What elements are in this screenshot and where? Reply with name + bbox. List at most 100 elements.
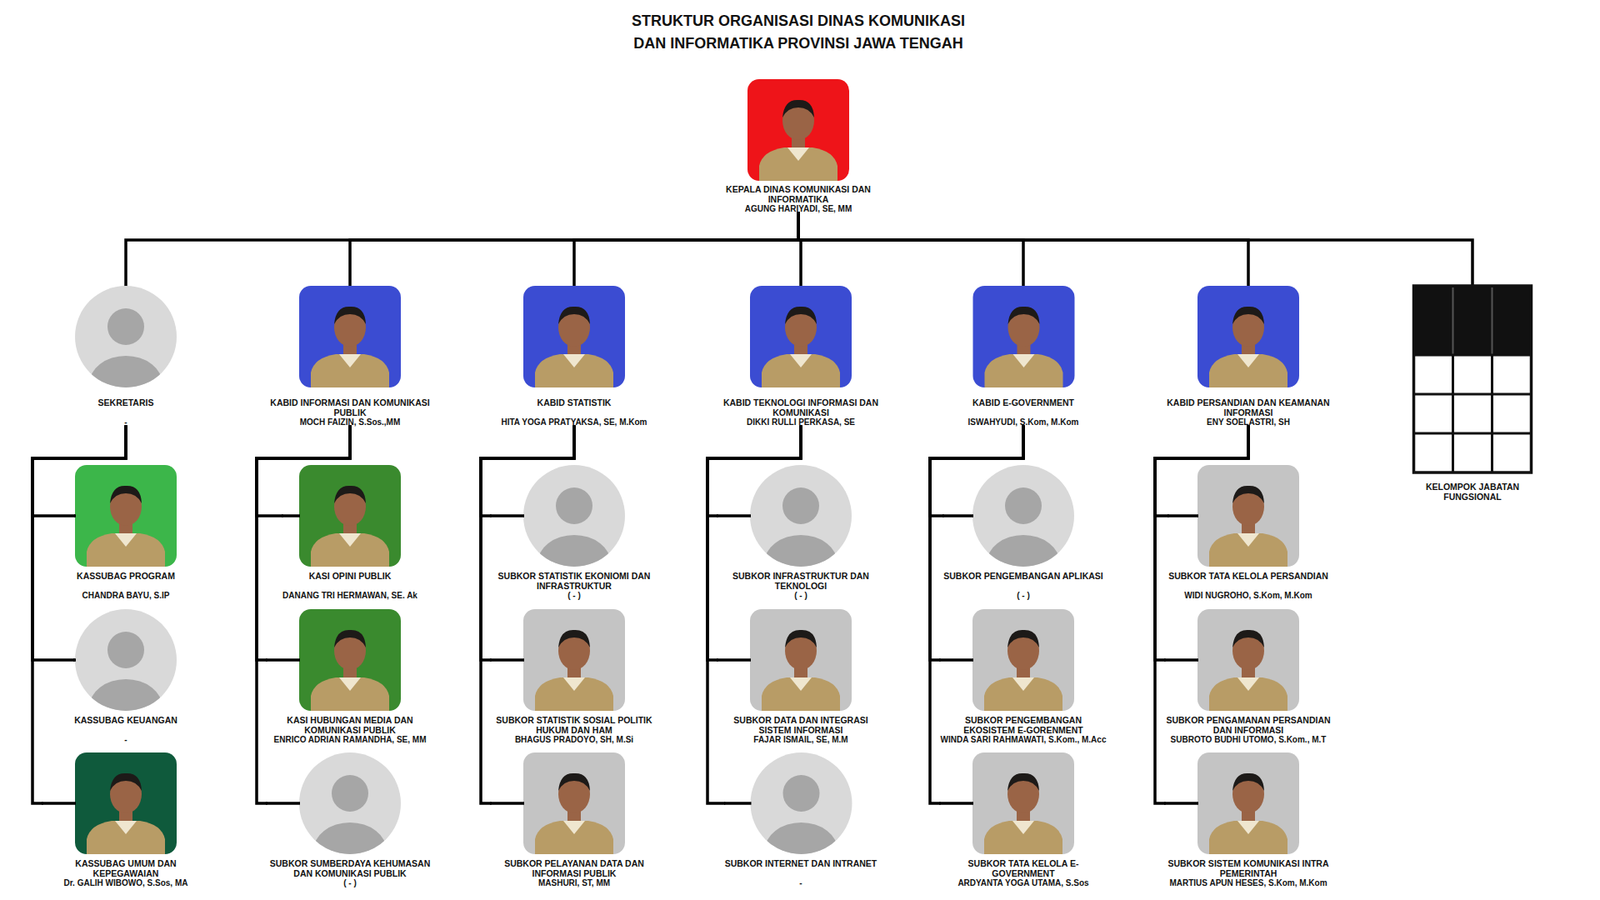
position-box: SUBKOR TATA KELOLA PERSANDIANWIDI NUGROH…: [1167, 465, 1330, 600]
grid-body: [1414, 355, 1532, 473]
connector-stub: [73, 658, 76, 662]
position-title: SUBKOR TATA KELOLA PERSANDIAN: [1167, 571, 1330, 591]
uniform-body: [535, 820, 614, 855]
position-box: SUBKOR PENGEMBANGAN APLIKASI( - ): [942, 465, 1105, 600]
placeholder-head: [107, 308, 145, 345]
photo-ground: [750, 285, 852, 388]
person-hair: [1232, 630, 1265, 648]
portrait-photo: [41, 752, 210, 855]
uniform-collar: [115, 820, 137, 835]
position-title: KEPALA DINAS KOMUNIKASI DAN INFORMATIKA: [715, 185, 882, 205]
position-box: SUBKOR PELAYANAN DATA DAN INFORMASI PUBL…: [490, 752, 659, 888]
official-name: FAJAR ISMAIL, SE, M.M: [717, 735, 885, 745]
person-hair: [334, 485, 366, 504]
portrait-photo: [265, 609, 435, 711]
photo-ground: [972, 285, 1075, 388]
position-title: KABID TEKNOLOGI INFORMASI DAN KOMUNIKASI: [717, 398, 885, 418]
position-title: SUBKOR PENGAMANAN PERSANDIAN DAN INFORMA…: [1165, 715, 1332, 735]
group-icon: [1409, 285, 1536, 473]
uniform-body: [86, 533, 165, 567]
placeholder-head: [782, 775, 820, 812]
portrait-photo: [490, 609, 659, 711]
photo-ground: [523, 285, 625, 388]
photo-ground: [299, 285, 401, 388]
photo-ground: [523, 609, 625, 711]
grid-divider: [1452, 287, 1455, 355]
uniform-collar: [563, 820, 585, 835]
portrait-photo: [281, 465, 419, 567]
uniform-collar: [1237, 677, 1260, 691]
uniform-body: [984, 677, 1063, 711]
official-name: BHAGUS PRADOYO, SH, M.Si: [490, 735, 658, 745]
placeholder-head: [555, 487, 593, 525]
official-name: WINDA SARI RAHMAWATI, S.Kom., M.Acc: [940, 735, 1107, 745]
uniform-collar: [339, 533, 361, 547]
connector-stub: [1167, 514, 1199, 518]
org-connector: [798, 213, 1024, 286]
person-hair: [1232, 306, 1265, 325]
official-name: WIDI NUGROHO, S.Kom, M.Kom: [1167, 590, 1330, 600]
position-box: KABID PERSANDIAN DAN KEAMANAN INFORMASIE…: [1164, 285, 1333, 427]
official-name: DIKKI RULLI PERKASA, SE: [717, 417, 885, 427]
connector-stub: [942, 514, 974, 518]
official-name: HITA YOGA PRATYAKSA, SE, M.Kom: [500, 417, 649, 427]
grid-line: [1414, 393, 1532, 396]
connector-stub: [716, 658, 751, 662]
position-title: KASI OPINI PUBLIK: [281, 571, 419, 591]
photo-ground: [1197, 465, 1300, 567]
person-hair: [110, 773, 142, 791]
uniform-body: [1209, 820, 1288, 855]
portrait-photo: [74, 285, 178, 388]
portrait-photo: [716, 465, 885, 567]
person-hair: [785, 630, 817, 648]
chart-title: STRUKTUR ORGANISASI DINAS KOMUNIKASI DAN…: [598, 10, 999, 55]
photo-ground: [750, 609, 852, 711]
uniform-body: [984, 820, 1063, 855]
position-box: KEPALA DINAS KOMUNIKASI DAN INFORMATIKAA…: [714, 79, 883, 214]
group-box: KELOMPOK JABATAN FUNGSIONAL: [1409, 285, 1536, 502]
connector-stub: [490, 514, 525, 518]
portrait-photo: [716, 285, 885, 388]
position-title: KABID PERSANDIAN DAN KEAMANAN INFORMASI: [1165, 398, 1332, 418]
person-hair: [110, 485, 142, 504]
position-box: SUBKOR PENGEMBANGAN EKOSISTEM E-GORENMEN…: [939, 609, 1108, 745]
connector-stub: [939, 658, 974, 662]
uniform-collar: [790, 354, 812, 368]
position-box: SEKRETARIS-: [74, 285, 178, 427]
position-box: SUBKOR INFRASTRUKTUR DAN TEKNOLOGI( - ): [716, 465, 885, 600]
position-box: SUBKOR SISTEM KOMUNIKASI INTRA PEMERINTA…: [1164, 752, 1333, 888]
uniform-body: [1209, 533, 1288, 567]
position-title: SUBKOR STATISTIK EKONIOMI DAN INFRASTRUK…: [490, 571, 658, 591]
grid-line: [1414, 432, 1532, 435]
uniform-collar: [1237, 354, 1260, 368]
official-name: CHANDRA BAYU, S.IP: [74, 590, 178, 600]
connector-stub: [265, 658, 300, 662]
portrait-photo: [265, 752, 435, 855]
connector-stub: [41, 801, 76, 805]
connector-stub: [265, 801, 300, 805]
official-name: MASHURI, ST, MM: [490, 878, 658, 888]
portrait-photo: [714, 79, 883, 181]
portrait-photo: [1164, 752, 1333, 855]
photo-ground: [75, 752, 177, 855]
official-name: MOCH FAIZIN, S.Sos.,MM: [266, 417, 434, 427]
official-name: ISWAHYUDI, S.Kom, M.Kom: [967, 417, 1080, 427]
uniform-collar: [790, 677, 812, 691]
position-title: SUBKOR PELAYANAN DATA DAN INFORMASI PUBL…: [490, 859, 658, 879]
official-name: AGUNG HARIYADI, SE, MM: [715, 204, 882, 214]
position-title: KASSUBAG UMUM DAN KEPEGAWAIAN: [42, 859, 210, 879]
official-name: SUBROTO BUDHI UTOMO, S.Kom., M.T: [1165, 735, 1332, 745]
portrait-photo: [1167, 465, 1330, 567]
uniform-body: [1209, 354, 1288, 388]
position-box: KABID STATISTIKHITA YOGA PRATYAKSA, SE, …: [500, 285, 649, 427]
person-hair: [1007, 773, 1040, 791]
placeholder-head: [1005, 487, 1042, 525]
grid-header: [1414, 285, 1532, 355]
position-title: SUBKOR DATA DAN INTEGRASI SISTEM INFORMA…: [717, 715, 885, 735]
portrait-photo: [716, 609, 885, 711]
position-box: KASSUBAG KEUANGAN-: [73, 609, 179, 745]
portrait-photo: [942, 465, 1105, 567]
uniform-body: [310, 677, 390, 711]
photo-ground: [299, 609, 401, 711]
